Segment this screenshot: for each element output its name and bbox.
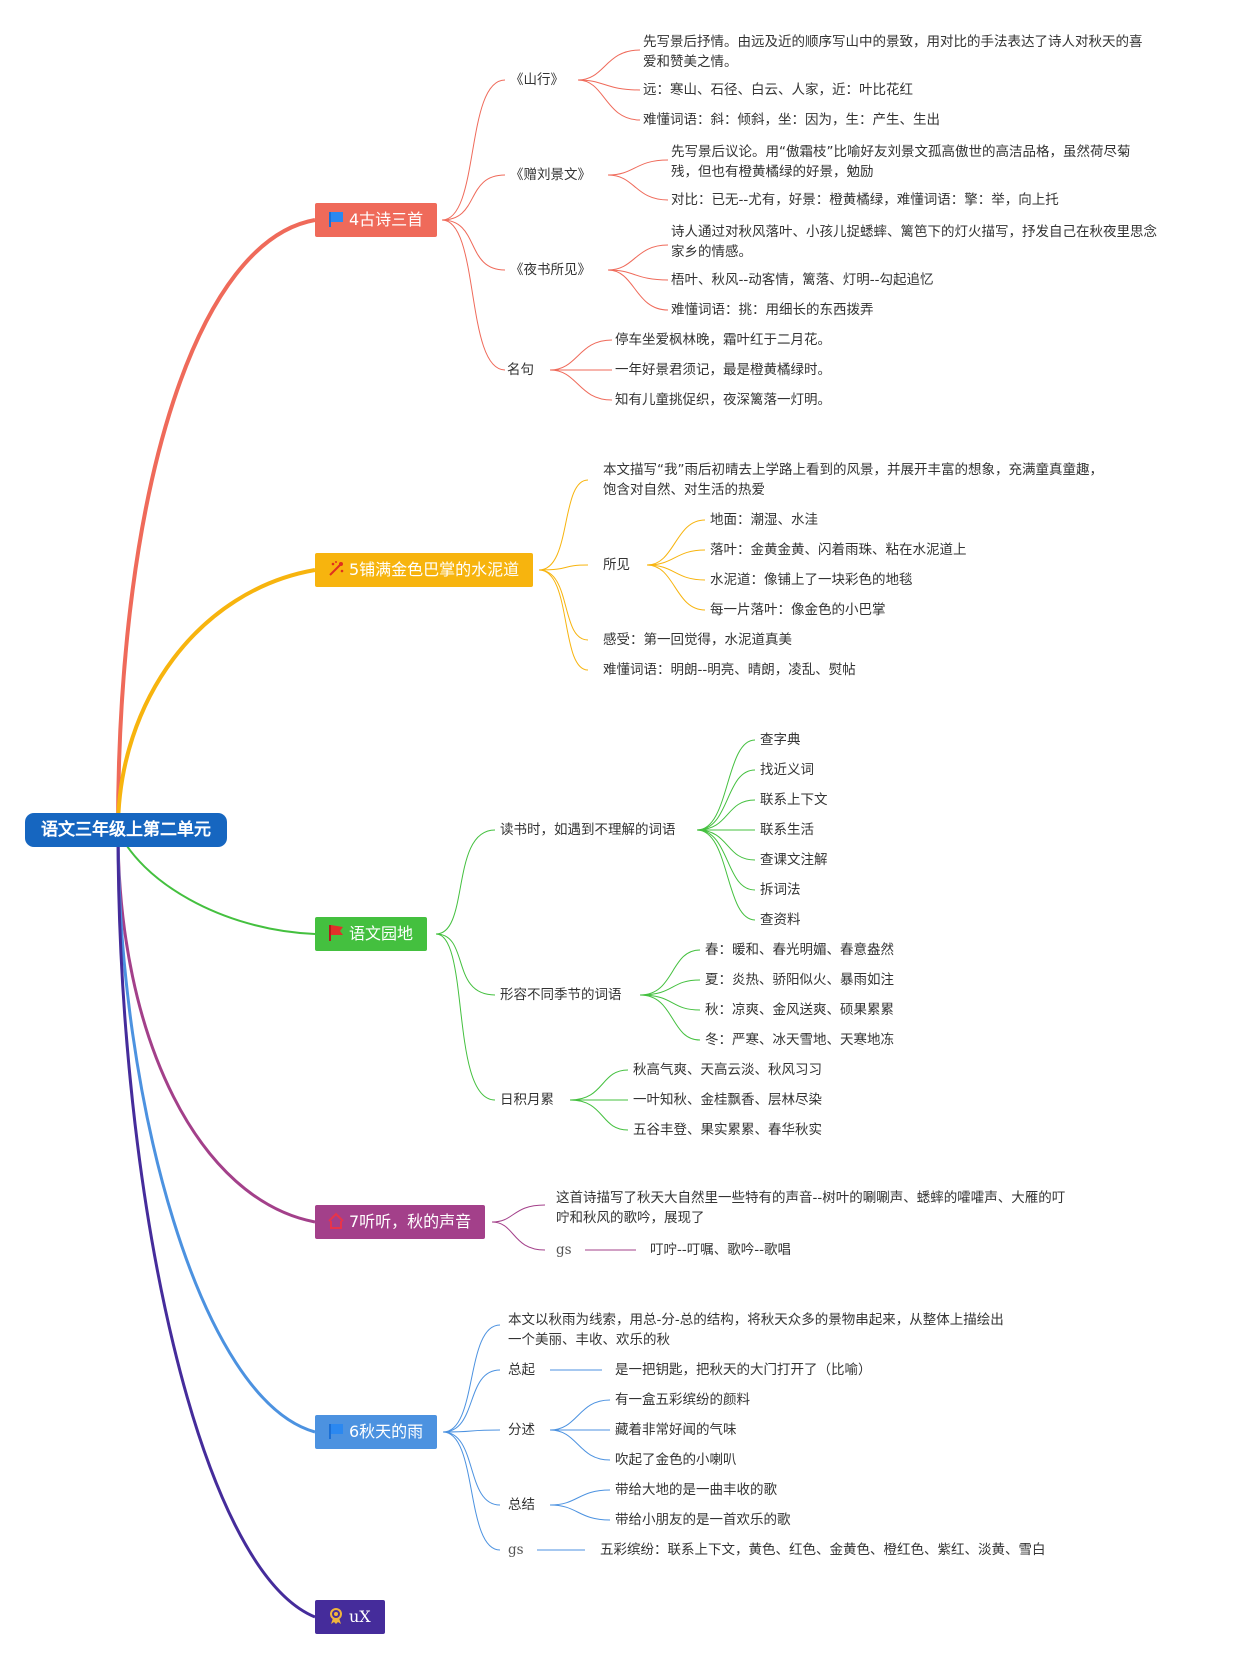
branch-7-autumn-sounds[interactable]: 7听听，秋的声音 <box>315 1205 486 1239</box>
leaf-method[interactable]: 联系生活 <box>760 822 814 838</box>
branch-label: 4古诗三首 <box>349 210 424 229</box>
leaf-shanxing-summary[interactable]: 先写景后抒情。由远及近的顺序写山中的景致，用对比的手法表达了诗人对秋天的喜爱和赞… <box>643 34 1143 70</box>
leaf-season[interactable]: 春：暖和、春光明媚、春意盎然 <box>705 942 894 958</box>
leaf-detail[interactable]: 有一盒五彩缤纷的颜料 <box>615 1392 750 1408</box>
leaf-zeng-summary[interactable]: 先写景后议论。用“傲霜枝”比喻好友刘景文孤高傲世的高洁品格，虽然荷尽菊残，但也有… <box>671 144 1131 180</box>
house-icon <box>327 1212 345 1230</box>
leaf-fallen-leaves[interactable]: 落叶：金黄金黄、闪着雨珠、粘在水泥道上 <box>710 542 967 558</box>
leaf-shanxing-far-near[interactable]: 远：寒山、石径、白云、人家，近：叶比花红 <box>643 82 913 98</box>
topic-gs[interactable]: gs <box>556 1242 572 1258</box>
branch-6-autumn-rain[interactable]: 6秋天的雨 <box>315 1415 438 1449</box>
leaf-idioms[interactable]: 秋高气爽、天高云淡、秋风习习 <box>633 1062 822 1078</box>
topic-zeng-liujingwen[interactable]: 《赠刘景文》 <box>510 167 591 183</box>
branch-yuwen-yuandi[interactable]: 语文园地 <box>315 917 428 951</box>
branch-4-ancient-poems[interactable]: 4古诗三首 <box>315 203 438 237</box>
topic-opening[interactable]: 总起 <box>508 1362 535 1378</box>
topic-shanxing[interactable]: 《山行》 <box>510 72 564 88</box>
branch-line-b2 <box>116 568 316 831</box>
topic-gs[interactable]: gs <box>508 1542 524 1558</box>
leaf-yeshu-imagery[interactable]: 梧叶、秋风--动客情，篱落、灯明--勾起追忆 <box>671 272 934 288</box>
leaf-ground[interactable]: 地面：潮湿、水洼 <box>710 512 818 528</box>
leaf-zeng-contrast[interactable]: 对比：已无--尤有，好景：橙黄橘绿，难懂词语：擎：举，向上托 <box>671 192 1059 208</box>
leaf-feeling[interactable]: 感受：第一回觉得，水泥道真美 <box>603 632 792 648</box>
branch-line-b1 <box>116 218 316 831</box>
leaf-idioms[interactable]: 五谷丰登、果实累累、春华秋实 <box>633 1122 822 1138</box>
branch-line-b4 <box>116 829 316 1224</box>
sparkle-icon <box>327 560 345 578</box>
topic-what-was-seen[interactable]: 所见 <box>603 557 630 573</box>
branch-label: uX <box>349 1607 371 1626</box>
leaf-detail[interactable]: 吹起了金色的小喇叭 <box>615 1452 737 1468</box>
branch-label: 语文园地 <box>349 924 414 943</box>
leaf-shanxing-vocab[interactable]: 难懂词语：斜：倾斜，坐：因为，生：产生、生出 <box>643 112 940 128</box>
leaf-conclusion[interactable]: 带给大地的是一曲丰收的歌 <box>615 1482 777 1498</box>
leaf-season[interactable]: 冬：严寒、冰天雪地、天寒地冻 <box>705 1032 894 1048</box>
leaf-opening[interactable]: 是一把钥匙，把秋天的大门打开了（比喻） <box>615 1362 872 1378</box>
topic-yeshu-suojian[interactable]: 《夜书所见》 <box>510 262 591 278</box>
leaf-method[interactable]: 查字典 <box>760 732 801 748</box>
award-icon <box>327 1607 345 1625</box>
topic-unknown-words[interactable]: 读书时，如遇到不理解的词语 <box>500 822 676 838</box>
branch-5-golden-leaves[interactable]: 5铺满金色巴掌的水泥道 <box>315 553 534 587</box>
branch-label: 5铺满金色巴掌的水泥道 <box>349 560 520 579</box>
topic-season-words[interactable]: 形容不同季节的词语 <box>500 987 622 1003</box>
leaf-detail[interactable]: 藏着非常好闻的气味 <box>615 1422 737 1438</box>
flag-icon <box>327 1422 345 1440</box>
root-topic[interactable]: 语文三年级上第二单元 <box>25 813 227 847</box>
branch-line-b5 <box>116 829 316 1434</box>
leaf-cement-summary[interactable]: 本文描写“我”雨后初晴去上学路上看到的风景，并展开丰富的想象，充满童真童趣，饱含… <box>603 462 1103 498</box>
leaf-method[interactable]: 找近义词 <box>760 762 814 778</box>
leaf-rain-vocab[interactable]: 五彩缤纷：联系上下文，黄色、红色、金黄色、橙红色、紫红、淡黄、雪白 <box>600 1542 1046 1558</box>
leaf-method[interactable]: 查课文注解 <box>760 852 828 868</box>
leaf-cement-road[interactable]: 水泥道：像铺上了一块彩色的地毯 <box>710 572 913 588</box>
branch-label: 7听听，秋的声音 <box>349 1212 472 1231</box>
branch-line-b3 <box>117 829 316 935</box>
leaf-yeshu-summary[interactable]: 诗人通过对秋风落叶、小孩儿捉蟋蟀、篱笆下的灯火描写，抒发自己在秋夜里思念家乡的情… <box>671 224 1157 260</box>
branch-line-b6 <box>116 829 316 1619</box>
leaf-rain-summary[interactable]: 本文以秋雨为线索，用总-分-总的结构，将秋天众多的景物串起来，从整体上描绘出一个… <box>508 1312 1004 1348</box>
leaf-conclusion[interactable]: 带给小朋友的是一首欢乐的歌 <box>615 1512 791 1528</box>
leaf-season[interactable]: 夏：炎热、骄阳似火、暴雨如注 <box>705 972 894 988</box>
flag-icon <box>327 210 345 228</box>
topic-conclusion[interactable]: 总结 <box>508 1497 535 1513</box>
leaf-line-1[interactable]: 停车坐爱枫林晚，霜叶红于二月花。 <box>615 332 831 348</box>
topic-famous-lines[interactable]: 名句 <box>507 362 534 378</box>
leaf-idioms[interactable]: 一叶知秋、金桂飘香、层林尽染 <box>633 1092 822 1108</box>
red-flag-icon <box>327 924 345 942</box>
leaf-autumn-sounds-summary[interactable]: 这首诗描写了秋天大自然里一些特有的声音--树叶的唰唰声、蟋蟀的嚯嚯声、大雁的叮咛… <box>556 1190 1066 1226</box>
leaf-season[interactable]: 秋：凉爽、金风送爽、硕果累累 <box>705 1002 894 1018</box>
branch-label: 6秋天的雨 <box>349 1422 424 1441</box>
leaf-method[interactable]: 拆词法 <box>760 882 801 898</box>
leaf-autumn-sounds-vocab[interactable]: 叮咛--叮嘱、歌吟--歌唱 <box>650 1242 791 1258</box>
leaf-line-3[interactable]: 知有儿童挑促织，夜深篱落一灯明。 <box>615 392 831 408</box>
leaf-yeshu-vocab[interactable]: 难懂词语：挑：用细长的东西拨弄 <box>671 302 874 318</box>
topic-daily-accumulation[interactable]: 日积月累 <box>500 1092 554 1108</box>
leaf-line-2[interactable]: 一年好景君须记，最是橙黄橘绿时。 <box>615 362 831 378</box>
leaf-method[interactable]: 查资料 <box>760 912 801 928</box>
topic-details[interactable]: 分述 <box>508 1422 535 1438</box>
leaf-each-leaf[interactable]: 每一片落叶：像金色的小巴掌 <box>710 602 886 618</box>
branch-ux[interactable]: uX <box>315 1600 385 1634</box>
leaf-method[interactable]: 联系上下文 <box>760 792 828 808</box>
leaf-cement-vocab[interactable]: 难懂词语：明朗--明亮、晴朗，凌乱、熨帖 <box>603 662 856 678</box>
